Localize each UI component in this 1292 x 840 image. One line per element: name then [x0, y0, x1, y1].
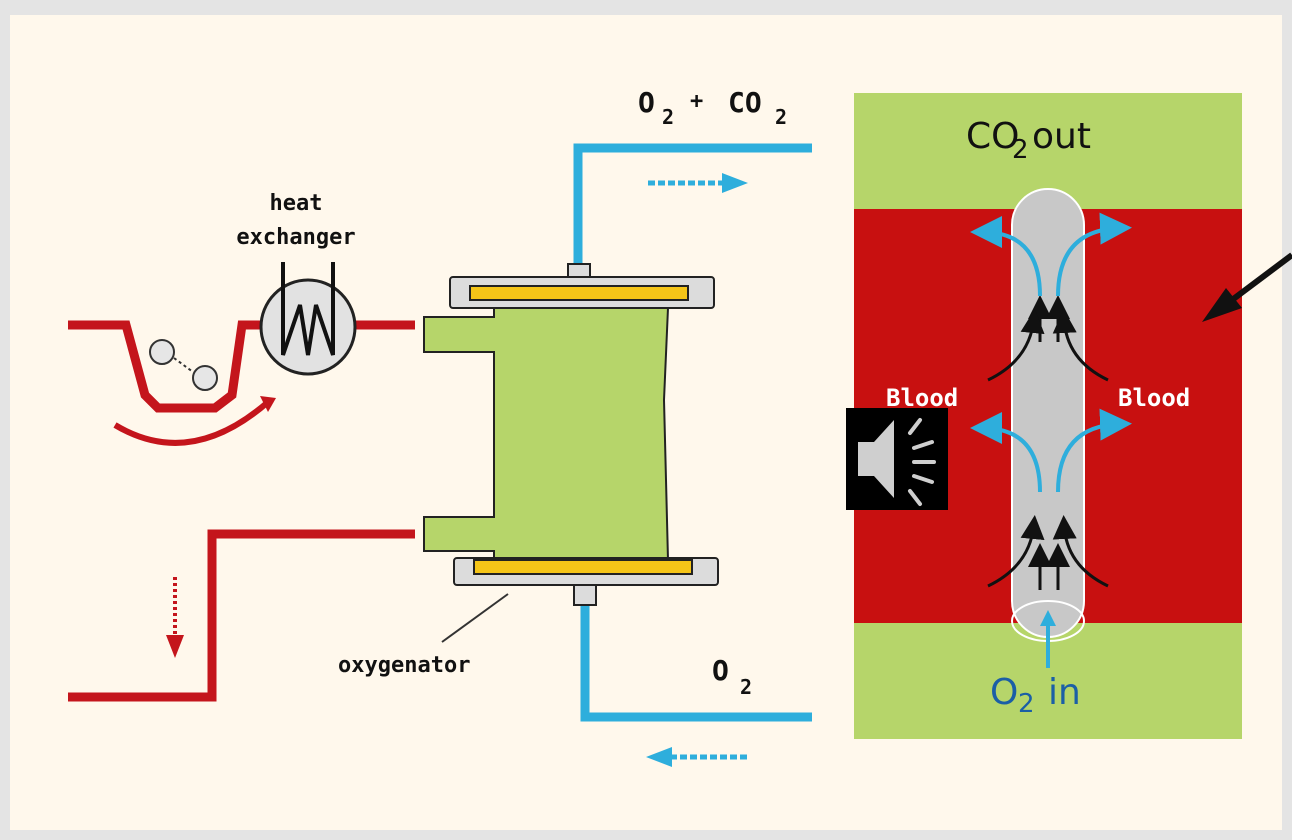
- speaker-icon[interactable]: [846, 408, 948, 510]
- heat-exchanger-label-line2: exchanger: [236, 225, 355, 250]
- svg-text:2: 2: [1018, 689, 1035, 719]
- svg-text:CO: CO: [966, 116, 1019, 157]
- blood-label-left: Blood: [886, 384, 958, 412]
- svg-text:2: 2: [740, 675, 752, 699]
- svg-text:in: in: [1048, 672, 1081, 713]
- blood-label-right: Blood: [1118, 384, 1190, 412]
- svg-text:CO: CO: [728, 86, 762, 119]
- oxygenator-label: oxygenator: [338, 653, 470, 678]
- svg-text:out: out: [1032, 116, 1091, 157]
- gas-tubing: [573, 143, 812, 722]
- blood-flow-arrowhead: [166, 635, 184, 658]
- gas-in-arrow: [646, 747, 750, 767]
- oxygenator-pointer: [441, 593, 509, 643]
- gas-flow-arrows-black: [987, 295, 1109, 590]
- o2-in-label: O 2 in: [990, 672, 1081, 719]
- pointer-arrow: [1202, 252, 1292, 322]
- co2-flow-arrows-blue: [970, 212, 1132, 493]
- gas-out-arrow: [648, 173, 748, 193]
- blood-tubing: [68, 320, 415, 702]
- o2-in-arrowhead: [1040, 610, 1056, 626]
- co2-out-label: CO 2 out: [966, 116, 1091, 165]
- roller-pump-icon: [113, 339, 276, 446]
- heat-exchanger-label-line1: heat: [270, 191, 323, 216]
- svg-text:O: O: [990, 672, 1018, 713]
- svg-text:+: +: [690, 89, 703, 114]
- svg-text:2: 2: [1012, 135, 1029, 165]
- oxygenator-icon: [423, 263, 719, 606]
- svg-text:2: 2: [662, 105, 674, 129]
- top-gas-label: O 2 + CO 2: [638, 86, 787, 129]
- svg-text:O: O: [712, 654, 729, 687]
- svg-text:2: 2: [775, 105, 787, 129]
- heat-exchanger-icon: [259, 262, 357, 376]
- svg-text:O: O: [638, 86, 655, 119]
- bottom-gas-label: O 2: [712, 654, 752, 699]
